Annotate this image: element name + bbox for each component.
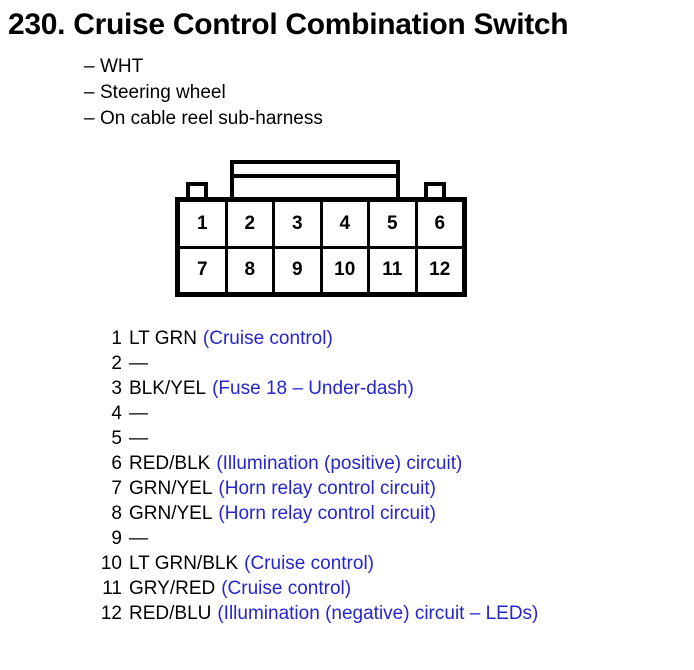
dash-marker: – — [84, 108, 95, 129]
list-item: – Steering wheel — [84, 82, 323, 108]
pin-legend-row: 1 LT GRN (Cruise control) — [96, 328, 538, 353]
pin-legend-row: 4 — — [96, 403, 538, 428]
connector-pin-cell: 9 — [275, 248, 323, 292]
connector-pin-cell: 6 — [434, 212, 446, 234]
pin-wire-color: GRN/YEL — [129, 503, 213, 524]
pin-wire-color: — — [129, 528, 148, 549]
pin-legend-row: 9 — — [96, 528, 538, 553]
connector-top-bar-line — [234, 174, 396, 178]
pin-description: (Cruise control) — [202, 328, 333, 349]
pin-number: 10 — [100, 553, 122, 574]
pin-description: (Horn relay control circuit) — [218, 478, 436, 499]
pin-description: (Cruise control) — [221, 578, 352, 599]
connector-pin-cell: 2 — [228, 202, 275, 246]
pin-wire-color: GRY/RED — [129, 578, 216, 599]
pin-description: (Fuse 18 – Under-dash) — [212, 378, 414, 399]
pin-number: 11 — [102, 578, 122, 599]
connector-locking-tab-right — [424, 182, 446, 200]
connector-pin-cell: 11 — [370, 248, 418, 292]
pin-legend-row: 10 LT GRN/BLK (Cruise control) — [96, 553, 538, 578]
pin-description: (Horn relay control circuit) — [218, 503, 436, 524]
pin-number: 2 — [111, 353, 122, 374]
pin-number: 7 — [111, 478, 122, 499]
pin-number: 12 — [100, 603, 122, 624]
list-item-label: WHT — [100, 56, 144, 77]
list-item: – On cable reel sub-harness — [84, 108, 323, 134]
connector-pin-cell: 4 — [323, 202, 370, 246]
pin-wire-color: LT GRN — [129, 328, 197, 349]
pin-wire-color: RED/BLU — [129, 603, 212, 624]
pin-description: (Cruise control) — [244, 553, 374, 574]
pin-wire-color: RED/BLK — [129, 453, 211, 474]
connector-pin-row-top: 1 2 3 4 5 6 — [180, 202, 462, 249]
pin-legend-list: 1 LT GRN (Cruise control) 2 — 3 BLK/YEL … — [96, 328, 539, 628]
connector-pin-cell: 8 — [228, 248, 275, 292]
pin-description: (Illumination (negative) circuit – LEDs) — [217, 603, 539, 624]
pin-description: (Illumination (positive) circuit) — [216, 453, 463, 474]
connector-top-bar — [230, 160, 400, 200]
pin-number: 8 — [111, 503, 122, 524]
connector-locking-tab-left — [186, 182, 208, 200]
pin-legend-row: 12 RED/BLU (Illumination (negative) circ… — [96, 603, 539, 628]
pin-number: 9 — [111, 528, 122, 549]
pin-wire-color: BLK/YEL — [129, 378, 207, 399]
connector-pin-row-bottom: 7 8 9 10 11 12 — [180, 248, 462, 292]
connector-pin-cell: 7 — [180, 248, 228, 292]
connector-pin-cell: 5 — [370, 202, 418, 246]
list-item-label: Steering wheel — [100, 82, 226, 103]
pin-number: 5 — [111, 428, 122, 449]
pin-legend-row: 7 GRN/YEL (Horn relay control circuit) — [96, 478, 538, 503]
pin-legend-row: 5 — — [96, 428, 538, 453]
pin-wire-color: GRN/YEL — [129, 478, 213, 499]
connector-body: 1 2 3 4 5 6 7 8 9 10 11 12 — [175, 197, 467, 297]
pin-number: 4 — [111, 403, 122, 424]
attribute-list: – WHT – Steering wheel – On cable reel s… — [84, 56, 323, 134]
connector-pin-cell: 1 — [180, 202, 228, 246]
pin-legend-row: 8 GRN/YEL (Horn relay control circuit) — [96, 503, 538, 528]
pin-wire-color: — — [129, 353, 148, 374]
page-title: 230. Cruise Control Combination Switch — [8, 8, 569, 41]
pin-legend-row: 3 BLK/YEL (Fuse 18 – Under-dash) — [96, 378, 538, 403]
pin-wire-color: LT GRN/BLK — [129, 553, 239, 574]
pin-legend-row: 11 GRY/RED (Cruise control) — [96, 578, 538, 603]
pin-wire-color: — — [129, 428, 148, 449]
pin-legend-row: 6 RED/BLK (Illumination (positive) circu… — [96, 453, 538, 478]
pin-number: 3 — [111, 378, 122, 399]
connector-pin-cell: 10 — [323, 248, 370, 292]
list-item-label: On cable reel sub-harness — [100, 108, 323, 129]
dash-marker: – — [84, 56, 95, 77]
pin-legend-row: 2 — — [96, 353, 538, 378]
pin-number: 1 — [111, 328, 122, 349]
pin-number: 6 — [111, 453, 122, 474]
connector-pin-cell: 12 — [429, 259, 451, 281]
pin-wire-color: — — [129, 403, 148, 424]
dash-marker: – — [84, 82, 95, 103]
connector-pin-cell: 3 — [275, 202, 323, 246]
list-item: – WHT — [84, 56, 323, 82]
connector-diagram: 1 2 3 4 5 6 7 8 9 10 11 12 — [172, 160, 472, 300]
